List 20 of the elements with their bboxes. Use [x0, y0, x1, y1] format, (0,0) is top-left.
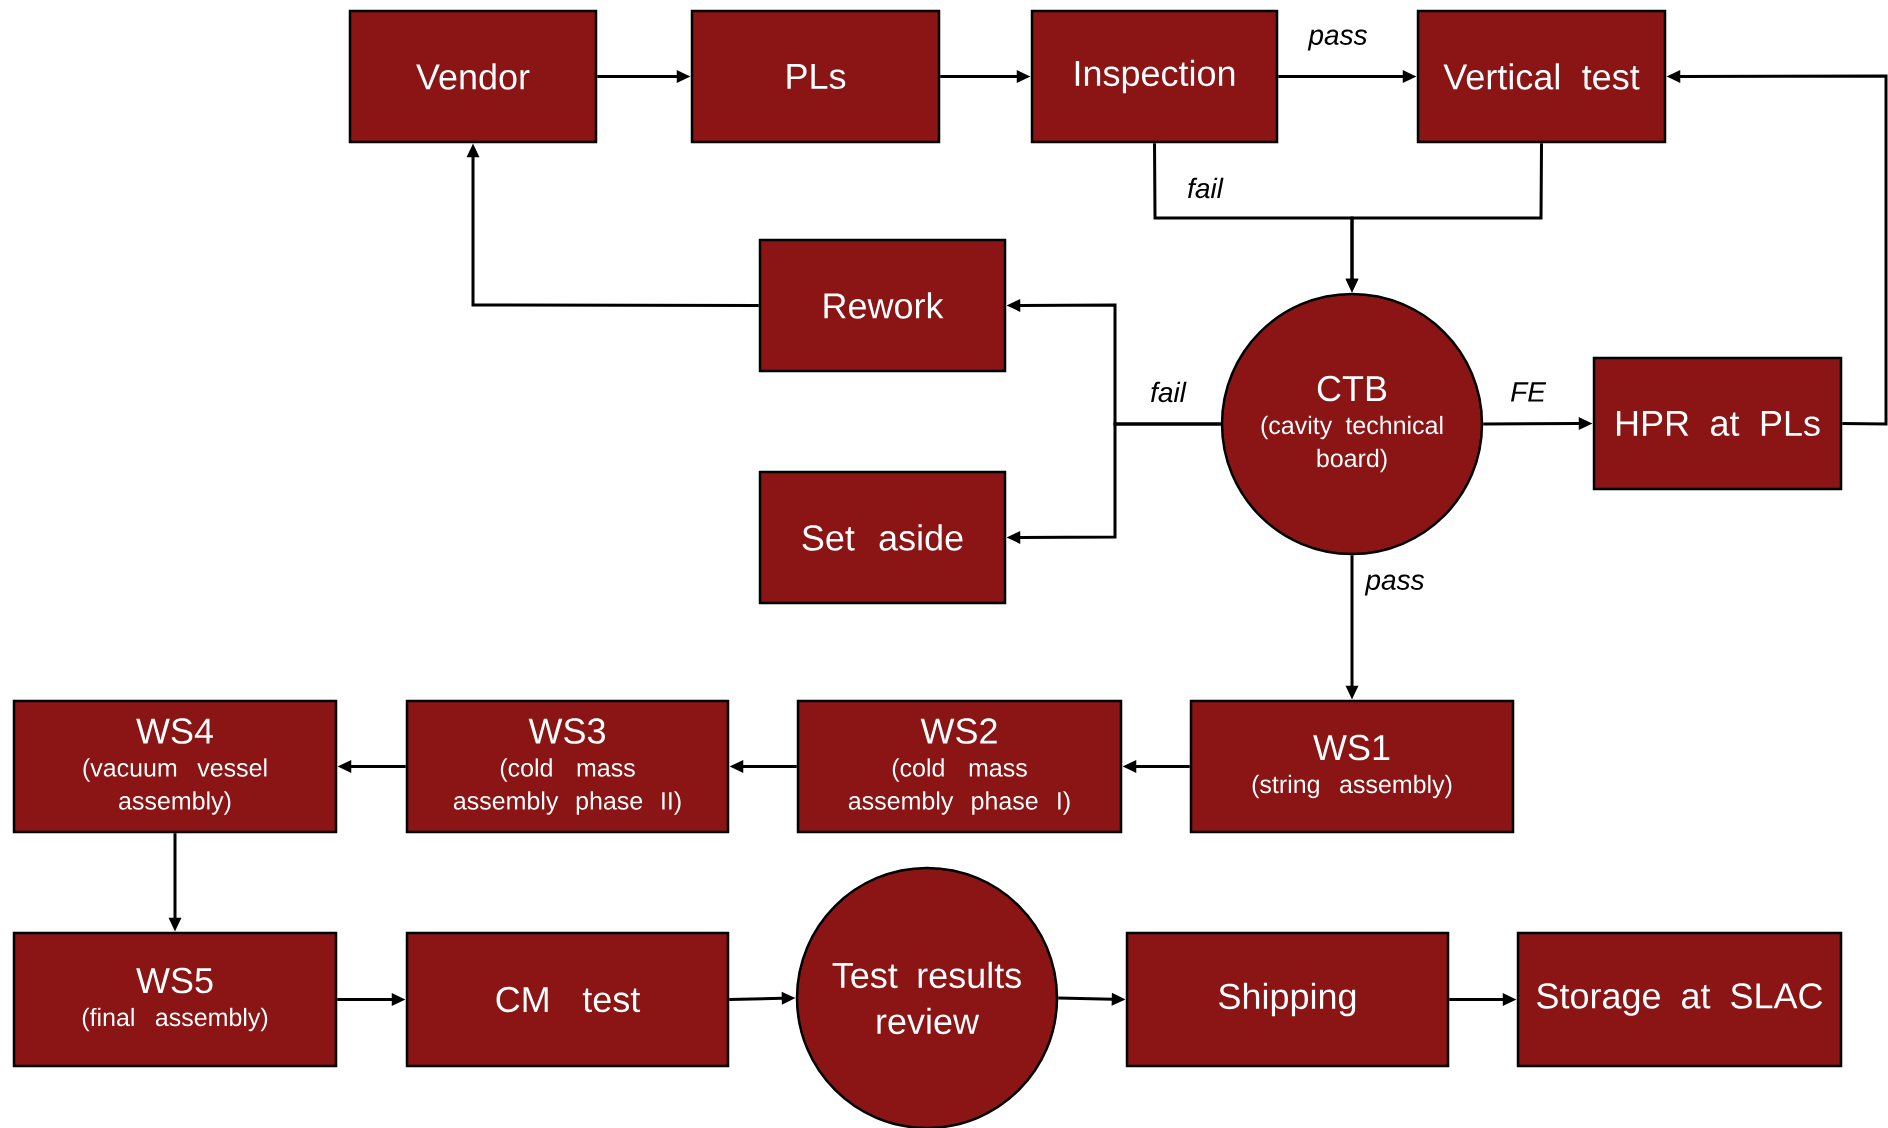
process-box: WS3 (cold mass assembly phase II)	[405, 699, 730, 834]
process-box: CM test	[405, 931, 730, 1068]
process-box: WS5 (final assembly)	[12, 931, 338, 1068]
process-box: Storage at SLAC	[1516, 931, 1843, 1068]
process-box: PLs	[690, 9, 941, 144]
edge-label: fail	[1149, 380, 1187, 404]
process-box: WS1 (string assembly)	[1189, 699, 1515, 834]
process-box: Inspection	[1030, 9, 1279, 144]
edge-label: pass	[1364, 573, 1426, 597]
edge-label: FE	[1509, 381, 1547, 403]
process-box: Vertical test	[1416, 9, 1667, 144]
process-box: HPR at PLs	[1592, 356, 1843, 491]
edge-label: pass	[1307, 28, 1369, 52]
process-box: Vendor	[348, 9, 598, 144]
process-box: WS2 (cold mass assembly phase I)	[796, 699, 1123, 834]
edge-label: fail	[1186, 176, 1224, 200]
process-box: Rework	[758, 238, 1007, 373]
process-box: WS4 (vacuum vessel assembly)	[12, 699, 338, 834]
process-box: Shipping	[1125, 931, 1450, 1068]
process-box: Set aside	[758, 470, 1007, 605]
